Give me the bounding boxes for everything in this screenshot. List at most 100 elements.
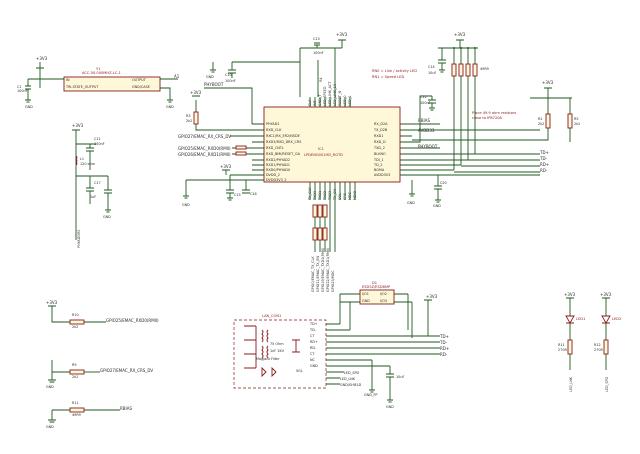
phy-ic-ref: IC1 (318, 147, 324, 151)
led2-net: LED_SPD (605, 376, 609, 392)
phy-left-pin: RXD_CLK (266, 128, 282, 132)
inductor-value: 120 ohm (80, 162, 96, 166)
resistor-r-b4 (312, 227, 318, 241)
phy-left-pin: RXD3/RXD_DRX_CRS (266, 140, 301, 144)
resistor-r6 (451, 63, 457, 77)
resistor-r11 (567, 339, 573, 355)
cap-c14-value: 10uF (428, 71, 436, 75)
phy-left-pin: RXC1/RX_ER2/NSDE (266, 134, 300, 138)
r3-ref: R3 (186, 114, 191, 118)
cap-c12-ref: C12 (420, 95, 427, 99)
phy-left-pin: RXD1/PHYAD1 (266, 163, 290, 167)
resistor-r3 (193, 111, 199, 125)
esd-value: ESD5Z/ESD6MP (362, 285, 391, 289)
lan-inner-2: 1nF 2KV (270, 349, 285, 353)
phy-ic-value: LPDENG001HD_RGTD (304, 153, 343, 157)
inductor-ref: L1 (80, 157, 84, 161)
resistor-r-b6 (322, 227, 328, 241)
cap-c10-ref: C10 (225, 73, 232, 77)
net-rd-minus-con: RD- (440, 352, 448, 357)
r-bl3-value: 49R9 (72, 413, 81, 417)
resistor-r7 (458, 63, 464, 77)
net-gpio26: GPIO26/EMAC_RXD1(RMII) (178, 152, 231, 157)
net-gpio25: GPIO25/EMAC_RXD0(RMII) (178, 146, 231, 151)
cap-c15-ref: C15 (234, 193, 241, 197)
gnd-right-2: GND (433, 204, 441, 208)
resistor-r9 (472, 63, 478, 77)
phy-left-pins: PHYAD1 RXD_CLK RXC1/RX_ER2/NSDE RXD3/RXD… (266, 122, 301, 182)
phy-right-pin: RXD_D (374, 140, 386, 144)
r12-value: 270R (594, 348, 603, 352)
esd-pin: I/O2 (380, 292, 387, 296)
gnd-c1-label: GND (25, 105, 33, 109)
r-bl2-ref: R9 (72, 363, 77, 367)
crystal-pin-in: IN (66, 78, 70, 82)
net-gpio27: GPIO27/EMAC_RX_CRS_DV (178, 134, 231, 139)
phy-right-pin: AVDD3V3 (374, 173, 390, 177)
phy-top-pin: LED_SPEED (323, 86, 327, 106)
resistor-r-b1 (312, 204, 318, 218)
note-2: RN1 = Speed LED (372, 75, 404, 79)
gnd-bl-2: GND (46, 425, 54, 429)
cap-c14-ref: C14 (428, 65, 435, 69)
r5-value: 2k2 (574, 122, 580, 126)
ic-right-nets: RBIAS AVDD33 PHYBOOT TD+ TD- RD+ RD- C12… (407, 80, 580, 208)
lan-inner-4: MagJack Filter (256, 357, 280, 361)
net-gnd-gp: GND_FP (364, 393, 377, 397)
resistor-r8 (465, 63, 471, 77)
led2-ref: LED2 (612, 317, 621, 321)
cap-c12-value: 100nF (420, 101, 431, 105)
gnd-filter: GND (103, 215, 111, 219)
resistor-r-gpio25 (69, 319, 85, 325)
cap-c20-ref: C20 (440, 181, 447, 185)
phy-right-pin: RXD1 (374, 134, 383, 138)
phy-right-pins: RX_D2A TX_D2B RXD1 RXD_D TXD_2 BLKNO TDI… (373, 122, 390, 177)
note-4: close to IP8720A (472, 116, 503, 120)
ic-bottom-resistors: GPIO0/EMAC_TX_CLK GPIO21/EMAC_TX_EN GPIO… (311, 200, 336, 292)
ic-left-nets: GPIO27/EMAC_RX_CRS_DV GPIO25/EMAC_RXD0(R… (178, 90, 257, 207)
led2-power: +3V3 (600, 292, 612, 297)
net-td-minus: TD- (539, 156, 548, 161)
led1-ref: LED1 (576, 317, 585, 321)
left-bottom-power: +3V3 (220, 164, 232, 169)
r6-value: 49R9 (480, 67, 489, 71)
net-phyaddr0: PHYADDR0 (77, 230, 81, 248)
phy-right-pin: BLKNO (374, 152, 386, 156)
left-power-label: +3V3 (190, 90, 202, 95)
cap-c13-ref: C13 (313, 37, 320, 41)
esd-pin: I/O3 (380, 299, 387, 303)
led1-net: LED_LNK (569, 376, 573, 392)
lan-pin: NC (310, 358, 316, 362)
gnd-c10-label: GND (206, 75, 214, 79)
r4-ref: R4 (319, 77, 323, 82)
note-1: RN0 = Link / activity LED (372, 69, 417, 73)
r-bl2-value: 2k2 (72, 375, 78, 379)
phy-left-pin: RXD_BMI/RESET_GA (266, 152, 301, 156)
r11-ref: R11 (558, 343, 565, 347)
resistor-r-gpio27 (69, 369, 85, 375)
net-td-plus-con: TD+ (439, 334, 449, 339)
cap-c1-ref: C1 (17, 85, 22, 89)
resistor-r2 (545, 113, 551, 129)
resistor-r-rbias (69, 407, 85, 413)
power-filter: +3V3 C11 100nF L1 120 ohm C17 1uF GND PH… (72, 123, 112, 248)
resistor-r5 (567, 113, 573, 129)
r-bl1-value: 2k2 (72, 325, 78, 329)
cap-c16-ref: C16 (250, 192, 257, 196)
bottom-left-resistors: +3V3 R10 2k2 GPIO25/EMAC_RXD0(RMII) GND … (46, 300, 159, 429)
crystal-power-label: +3V3 (36, 56, 48, 61)
bl-power-1: +3V3 (46, 300, 58, 305)
phy-top-pin: LED_LINK_ACT (328, 81, 332, 106)
cap-c11-value: 100nF (94, 142, 105, 146)
phy-right-pin: TXD_2 (373, 146, 385, 150)
net-gpio22: GPIO22/EMAC_TXD1(RMII) (326, 247, 330, 292)
net-gpio23: GPIO23/MDC (331, 270, 335, 292)
cap-c19-ref: 10uF (396, 375, 404, 379)
cap-c10-value: 100nF (225, 79, 236, 83)
lan-inner-3: 5GL (296, 369, 303, 373)
cap-c13-value: 100nF (313, 51, 324, 55)
gnd-left-bottom: GND (182, 203, 190, 207)
net-gpio19: GPIO19/EMAC_TXD0(RMII) (321, 247, 325, 292)
r3-value: 2k2 (186, 119, 192, 123)
r11-value: 270R (558, 348, 567, 352)
